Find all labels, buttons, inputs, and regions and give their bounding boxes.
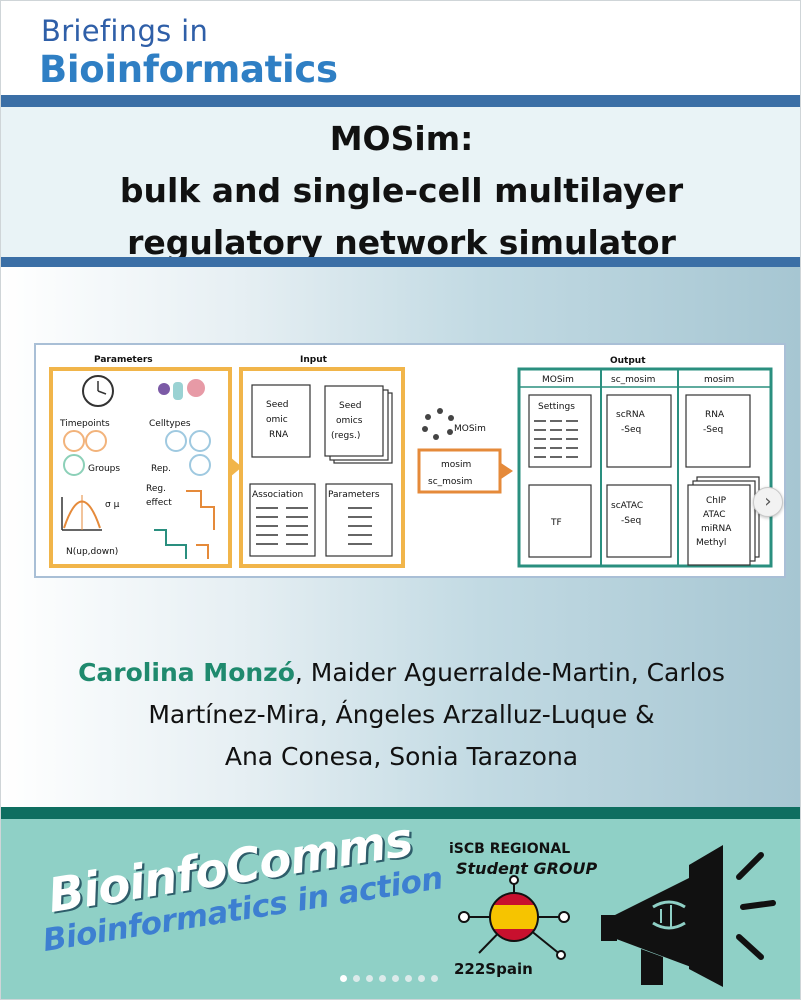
seed-omics-line1: Seed — [339, 401, 362, 411]
chip-label: ChIP — [706, 496, 727, 506]
seed-rna-line1: Seed — [266, 400, 289, 410]
title-band — [1, 257, 800, 267]
reg-effect-label-2: effect — [146, 498, 172, 508]
first-author: Carolina Monzó — [78, 658, 295, 687]
seed-rna-line2: omic — [266, 415, 288, 425]
methyl-label: Methyl — [696, 538, 726, 548]
output-col-mosim-2: mosim — [704, 375, 734, 385]
workflow-diagram: Parameters Timepoints Celltypes — [49, 355, 773, 568]
carousel-next-button[interactable]: › — [753, 487, 783, 517]
scrna-line2: -Seq — [621, 425, 641, 435]
clock-icon — [82, 375, 114, 407]
arrow-params-to-input — [230, 457, 242, 477]
celltypes-icon — [158, 379, 205, 400]
carousel-dot[interactable] — [366, 975, 373, 982]
rsg-spain-network-icon — [458, 875, 570, 960]
title-box: MOSim: bulk and single-cell multilayer r… — [1, 107, 800, 262]
rna-line1: RNA — [705, 410, 725, 420]
authors-line-1-rest: , Maider Aguerralde-Martin, Carlos — [294, 658, 725, 687]
timepoints-label: Timepoints — [59, 419, 110, 429]
tf-label: TF — [550, 518, 562, 528]
seed-omics-line3: (regs.) — [331, 431, 360, 441]
seed-rna-card — [251, 384, 311, 458]
iscb-rsg-line2: Student GROUP — [456, 859, 598, 878]
rep-label: Rep. — [151, 464, 171, 474]
reg-effect-icon — [154, 490, 215, 559]
authors-line-3: Ana Conesa, Sonia Tarazona — [224, 742, 579, 771]
arrow-to-output — [501, 463, 513, 479]
groups-icon — [63, 430, 107, 476]
association-label: Association — [252, 490, 303, 500]
journal-name-line2: Bioinformatics — [39, 48, 338, 91]
carousel-dot[interactable] — [379, 975, 386, 982]
seed-rna-line3: RNA — [269, 430, 289, 440]
scatac-card — [606, 484, 672, 558]
scatac-line1: scATAC — [611, 501, 643, 511]
atac-label: ATAC — [703, 510, 726, 520]
reg-effect-label-1: Reg. — [146, 484, 166, 494]
main-area: Parameters Timepoints Celltypes — [1, 267, 800, 807]
carousel-dot[interactable] — [340, 975, 347, 982]
parameters-card-lines — [348, 507, 372, 545]
scatac-line2: -Seq — [621, 516, 641, 526]
n-updown-label: N(up,down) — [66, 547, 118, 557]
rna-line2: -Seq — [703, 425, 723, 435]
carousel-dot[interactable] — [405, 975, 412, 982]
settings-card — [528, 394, 592, 468]
carousel-dot[interactable] — [353, 975, 360, 982]
title-line-1: MOSim: — [329, 119, 474, 158]
megaphone-icon — [601, 845, 776, 987]
mosim-logo-text: MOSim — [454, 424, 486, 434]
function-name-2: sc_mosim — [428, 477, 472, 487]
mosim-function-box — [417, 448, 502, 494]
journal-name-line1: Briefings in — [41, 14, 209, 48]
scrna-card — [606, 394, 672, 468]
footer-band — [1, 807, 800, 819]
output-col-mosim: MOSim — [542, 375, 574, 385]
rna-card — [685, 394, 751, 468]
carousel-dot[interactable] — [418, 975, 425, 982]
chevron-right-icon: › — [764, 491, 772, 512]
mosim-logo-icon — [422, 408, 454, 440]
carousel-dot[interactable] — [431, 975, 438, 982]
title-line-3: regulatory network simulator — [127, 223, 676, 262]
celltypes-label: Celltypes — [149, 419, 191, 429]
function-name-1: mosim — [441, 460, 471, 470]
replicates-icon — [165, 430, 211, 476]
authors-line-1: Carolina Monzó, Maider Aguerralde-Martin… — [1, 652, 800, 694]
parameters-card-label: Parameters — [328, 490, 380, 500]
distribution-icon — [61, 495, 102, 531]
association-table-lines — [256, 507, 308, 545]
method-figure: Parameters Timepoints Celltypes — [34, 343, 786, 578]
scrna-line1: scRNA — [616, 410, 646, 420]
header-band — [1, 95, 800, 107]
footer: BioinfoComms Bioinformatics in action iS… — [1, 819, 800, 999]
omics-output-stack — [687, 476, 760, 566]
parameters-panel — [49, 367, 232, 568]
settings-label: Settings — [538, 402, 575, 412]
seed-omics-line2: omics — [336, 416, 363, 426]
input-heading: Input — [300, 355, 328, 365]
carousel-dots — [340, 967, 444, 982]
title-line-2: bulk and single-cell multilayer — [119, 171, 684, 210]
groups-label: Groups — [88, 464, 120, 474]
tf-card — [528, 484, 592, 558]
mirna-label: miRNA — [701, 524, 732, 534]
output-col-sc-mosim: sc_mosim — [611, 375, 655, 385]
iscb-rsg-line3: 222Spain — [454, 960, 533, 978]
sigma-mu-label: σ μ — [105, 500, 120, 510]
seed-omics-stack — [324, 385, 393, 464]
authors-line-2: Martínez-Mira, Ángeles Arzalluz-Luque & — [148, 700, 655, 729]
settings-lines — [534, 420, 578, 458]
iscb-rsg-line1: iSCB REGIONAL — [449, 841, 571, 857]
authors: Carolina Monzó, Maider Aguerralde-Martin… — [1, 652, 800, 778]
carousel-dot[interactable] — [392, 975, 399, 982]
output-heading: Output — [610, 356, 646, 366]
header: Briefings in Bioinformatics — [1, 1, 800, 95]
parameters-heading: Parameters — [94, 355, 153, 365]
